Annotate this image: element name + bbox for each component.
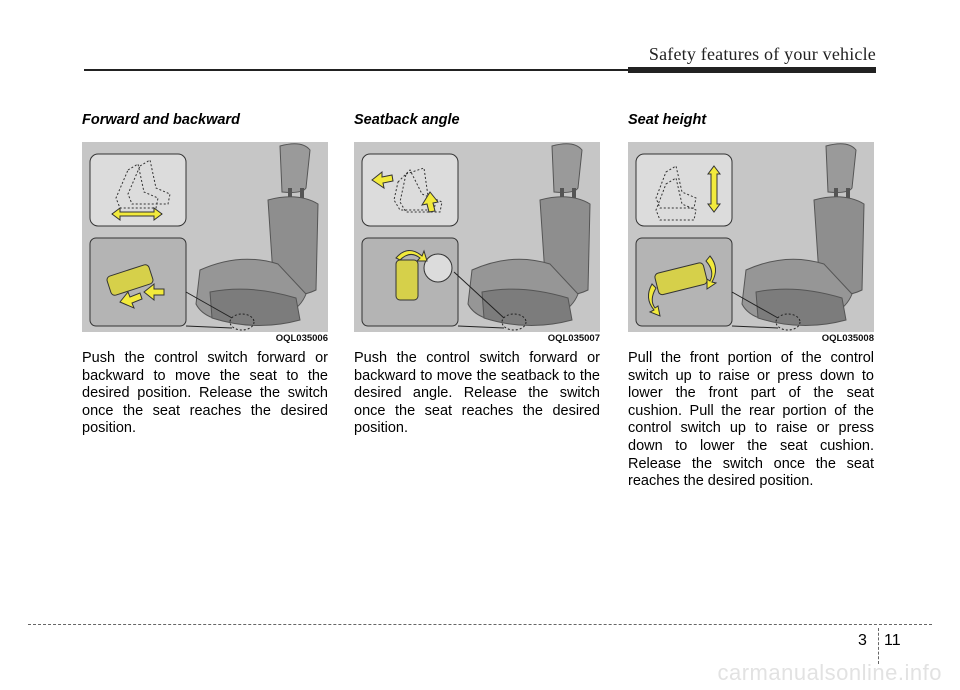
header-rule-accent bbox=[628, 67, 876, 73]
seat-illustration bbox=[195, 143, 319, 326]
seat-figure-seat-height: OQL035008 bbox=[628, 142, 874, 344]
inset-seat-diagram bbox=[635, 153, 733, 227]
chapter-number: 3 bbox=[858, 632, 867, 649]
inset-seat-diagram bbox=[361, 153, 459, 227]
page-number: 11 bbox=[884, 632, 901, 649]
page-number-divider bbox=[878, 628, 879, 664]
footer-rule bbox=[28, 624, 932, 625]
section-seat-height: Seat height bbox=[628, 110, 874, 491]
inset-control-switch bbox=[89, 237, 255, 331]
figure-code: OQL035008 bbox=[817, 333, 874, 344]
section-heading: Forward and backward bbox=[82, 112, 240, 128]
inset-seat-diagram bbox=[89, 153, 187, 227]
section-heading: Seatback angle bbox=[354, 112, 460, 128]
section-body: Push the control switch forward or backw… bbox=[82, 350, 328, 437]
figure-code: OQL035007 bbox=[543, 333, 600, 344]
inset-control-switch bbox=[635, 237, 801, 331]
section-body: Pull the front portion of the control sw… bbox=[628, 350, 874, 490]
section-seatback-angle: Seatback angle bbox=[354, 110, 600, 438]
figure-code: OQL035006 bbox=[271, 333, 328, 344]
seat-illustration bbox=[741, 143, 865, 326]
watermark: carmanualsonline.info bbox=[717, 660, 942, 685]
seat-figure-forward-backward: OQL035006 bbox=[82, 142, 328, 344]
header-rule bbox=[84, 69, 876, 71]
section-forward-backward: Forward and backward bbox=[82, 110, 328, 438]
section-heading: Seat height bbox=[628, 112, 707, 128]
page-header-title: Safety features of your vehicle bbox=[648, 44, 876, 64]
inset-control-switch bbox=[361, 237, 527, 331]
section-body: Push the control switch forward or backw… bbox=[354, 350, 600, 437]
seat-figure-seatback-angle: OQL035007 bbox=[354, 142, 600, 344]
seat-illustration bbox=[467, 143, 591, 326]
